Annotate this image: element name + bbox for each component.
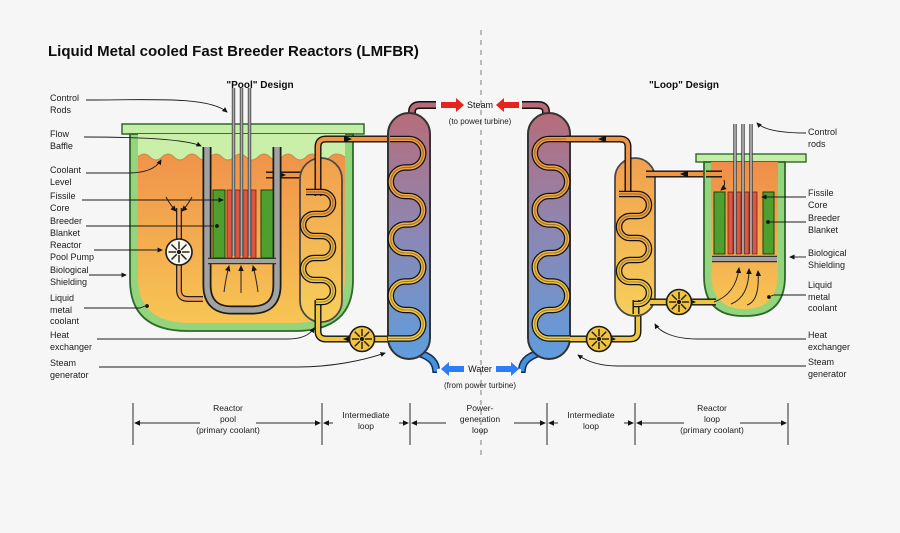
loop-steam-generator-coil (531, 135, 571, 342)
pool-breeder-pointer-dot (215, 224, 219, 228)
steam-flow-label: Steam (466, 100, 494, 110)
water-arrow-right (496, 362, 519, 376)
loop-steam-generator (518, 101, 571, 373)
steam-flow-arrows (441, 98, 519, 112)
pool-design (121, 88, 392, 343)
loop-reactor (646, 124, 807, 317)
pool-core-flow-arrows (223, 265, 259, 293)
loop-label-control-rods: Control rods (808, 127, 838, 149)
loop-outlet-stub (706, 170, 727, 191)
pool-label-control-rods: Control Rods (50, 93, 80, 115)
scale-label-reactor-pool: Reactor pool (primary coolant) (196, 403, 260, 435)
water-flow-label: Water (468, 364, 492, 374)
pool-core-assembly (212, 189, 274, 259)
page-title: Liquid Metal cooled Fast Breeder Reactor… (48, 43, 419, 60)
scale-label-power-generation: Power- generation loop (459, 403, 501, 435)
pool-control-rods (231, 88, 252, 256)
loop-secondary-hot-pipe (566, 135, 632, 196)
pool-steam-generator (348, 101, 440, 373)
loop-heat-exchanger-coil (615, 190, 653, 308)
loop-label-breeder-blanket: Breeder Blanket (808, 213, 841, 235)
pool-reactor-pump-icon (165, 238, 193, 266)
loop-label-biological-shielding: Biological Shielding (808, 248, 847, 270)
loop-label-pointers (577, 122, 807, 367)
pool-heat-exchanger-coil (299, 188, 337, 306)
pool-steam-outlet-pipe (408, 101, 436, 122)
loop-control-rods (733, 124, 753, 254)
loop-label-steam-generator: Steam generator (808, 357, 847, 379)
steam-arrow-left (441, 98, 464, 112)
pool-pump-piping (165, 196, 203, 302)
loop-coolant-pointer-dot (767, 295, 771, 299)
loop-design-heading: "Loop" Design (648, 80, 720, 91)
loop-secondary-pump-icon (585, 325, 613, 353)
pool-label-fissile-core: Fissile Core (50, 191, 76, 213)
loop-label-heat-exchanger: Heat exchanger (808, 330, 851, 352)
pool-label-pointers (82, 99, 386, 368)
scale-label-intermediate-left: Intermediate loop (342, 410, 390, 431)
loop-label-fissile-core: Fissile Core (808, 188, 834, 210)
pool-label-liquid-metal-coolant: Liquid metal coolant (50, 293, 80, 326)
loop-steam-outlet-pipe (522, 101, 550, 122)
pool-ihx-hot-leg-pipe (314, 135, 392, 196)
pool-breeder-blanket-left (212, 189, 226, 259)
pool-coolant-pointer-dot (145, 304, 149, 308)
loop-core-flow-arrows (713, 267, 762, 306)
pool-label-flow-baffle: Flow Baffle (50, 129, 73, 151)
loop-breeder-pointer-dot (766, 220, 770, 224)
pool-label-reactor-pool-pump: Reactor Pool Pump (50, 240, 95, 262)
loop-label-liquid-metal-coolant: Liquid metal coolant (808, 280, 838, 313)
loop-fissile-core-rods (727, 191, 758, 255)
scale-label-reactor-loop: Reactor loop (primary coolant) (680, 403, 744, 435)
loop-extent-scale (132, 403, 789, 445)
loop-primary-pump-icon (665, 288, 693, 316)
pool-steam-generator-coil (387, 135, 427, 342)
pool-secondary-pump-icon (348, 325, 376, 353)
pool-label-biological-shielding: Biological Shielding (50, 265, 89, 287)
pool-label-breeder-blanket: Breeder Blanket (50, 216, 83, 238)
pool-label-coolant-level: Coolant Level (50, 165, 82, 187)
pool-breeder-blanket-right (260, 189, 274, 259)
pool-design-heading: "Pool" Design (226, 80, 294, 91)
loop-heat-exchanger (566, 135, 656, 353)
water-flow-arrows (441, 362, 519, 376)
water-arrow-left (441, 362, 464, 376)
pool-core-barrel-flow-baffle (202, 147, 282, 315)
steam-arrow-right (496, 98, 519, 112)
loop-primary-hot-pipe (646, 170, 710, 178)
steam-flow-sublabel: (to power turbine) (448, 117, 512, 126)
pool-label-steam-generator: Steam generator (50, 358, 89, 380)
water-flow-sublabel: (from power turbine) (443, 381, 517, 390)
loop-breeder-blanket-left (713, 191, 726, 255)
scale-label-intermediate-right: Intermediate loop (567, 410, 615, 431)
pool-label-heat-exchanger: Heat exchanger (50, 330, 93, 352)
